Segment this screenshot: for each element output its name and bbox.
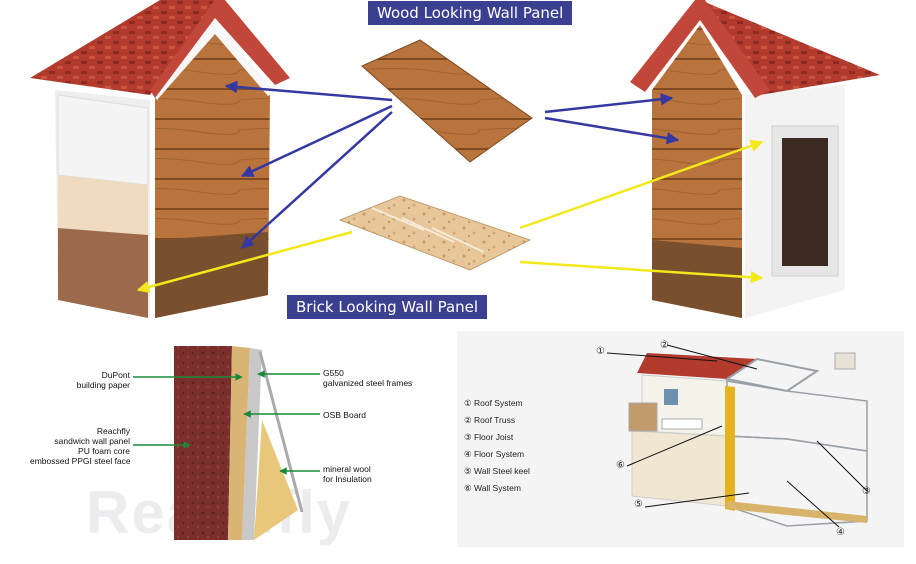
brick-panel-seams [371,207,485,253]
house-roof-left [637,353,757,379]
legend-item: ⑥ Wall System [464,483,521,493]
house-upper-window [664,389,678,405]
top-illustration [30,0,880,318]
left-house-front-trim [150,22,275,100]
left-house-roof-front [150,0,290,98]
house-balcony [661,418,703,430]
house-side-annex [628,402,658,432]
right-doghouse [630,0,880,318]
legend-item: ② Roof Truss [464,415,516,425]
legend-item: ④ Floor System [464,449,525,459]
yellow-arrows [136,139,764,294]
left-house-front-base [155,232,268,318]
house-floor-slab [727,501,867,523]
wood-panel-title: Wood Looking Wall Panel [368,1,573,25]
mineral-wool [254,420,298,540]
label-g550: G550 galvanized steel frames [323,368,413,388]
right-house-roof-front [630,0,770,98]
label-dupont: DuPont building paper [76,370,130,390]
left-doghouse [30,0,290,318]
house-chimney [834,352,856,370]
marker-roof-truss: ② [660,340,669,351]
legend-item: ① Roof System [464,398,523,408]
marker-wall-steel-keel: ⑤ [634,499,643,510]
house-callout-lines [606,344,868,528]
osb-board [228,346,250,540]
marker-wall-system: ⑥ [616,460,625,471]
label-sandwich-panel: Reachfly sandwich wall panel PU foam cor… [30,426,131,466]
blue-arrows [224,80,680,249]
marker-floor-system: ④ [836,527,845,538]
house-diagram-illustration [606,344,868,528]
legend-item: ③ Floor Joist [464,432,514,442]
left-house-roof [30,0,215,95]
label-osb: OSB Board [323,410,366,420]
wood-panel-sample [361,39,533,163]
legend-item: ⑤ Wall Steel keel [464,466,530,476]
house-legend: ① Roof System ② Roof Truss ③ Floor Joist… [464,398,530,500]
brick-panel-title: Brick Looking Wall Panel [287,295,488,319]
marker-roof-system: ① [596,346,605,357]
right-house-front-base [652,240,742,318]
left-house-siding-white [57,94,149,186]
house-lower-wall [631,430,728,507]
wall-section-illustration [174,346,304,540]
label-mineral-wool: mineral wool for Insulation [323,464,372,484]
frame-edge [258,351,304,513]
left-house-siding-brown [58,228,148,318]
house-yellow-insulation [725,386,735,511]
steel-frame [242,348,262,540]
left-house-siding-beige [58,175,148,235]
wall-section-arrows [133,370,320,475]
marker-floor-joist: ③ [862,486,871,497]
sandwich-panel [174,346,232,540]
right-house-window [782,138,828,266]
